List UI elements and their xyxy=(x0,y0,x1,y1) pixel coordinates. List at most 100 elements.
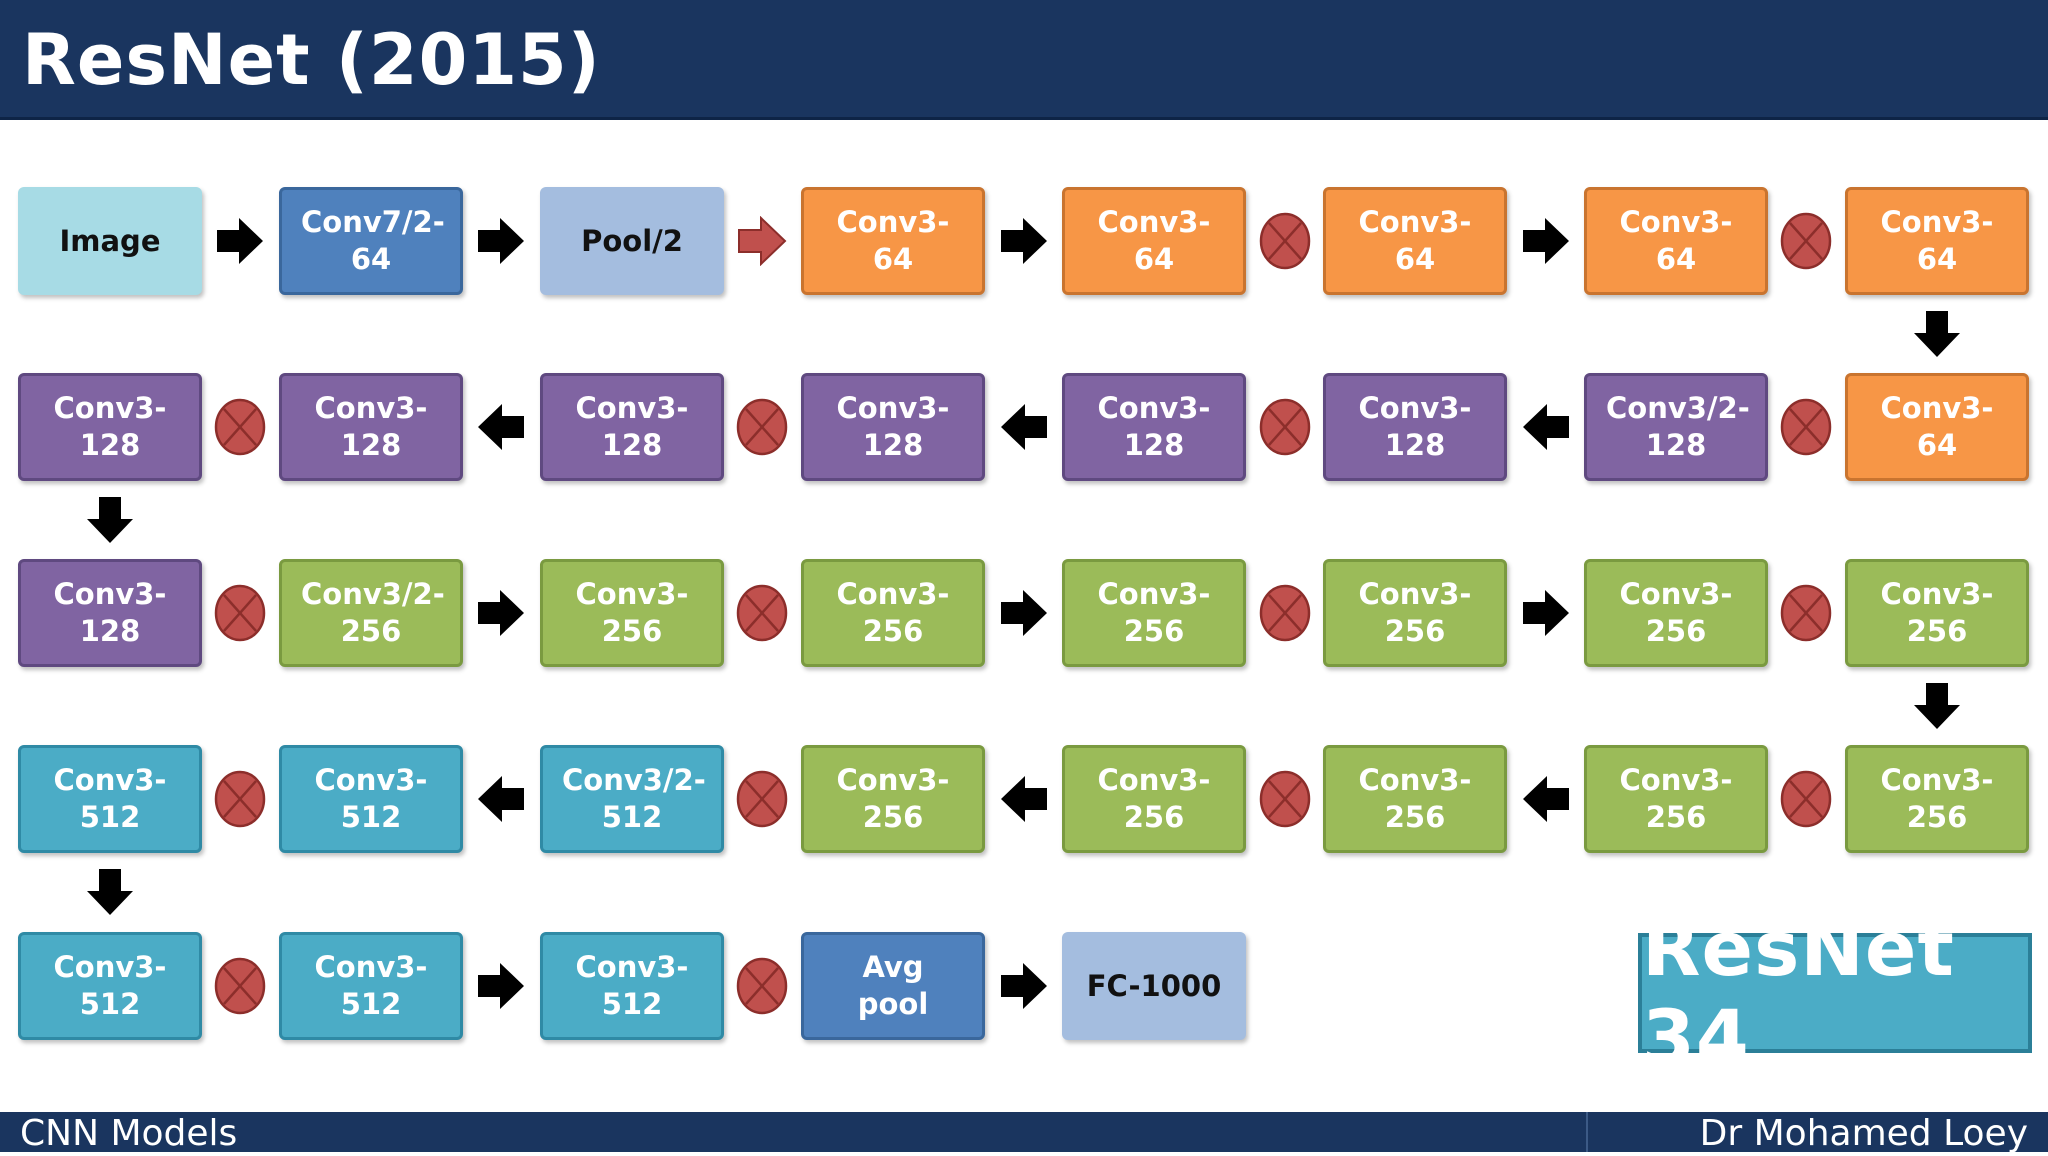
arrow-left-icon xyxy=(478,404,524,450)
skip-connection-icon xyxy=(214,957,266,1015)
layer-box-conv3-64: Conv3-64 xyxy=(1584,187,1768,295)
skip-connection-icon xyxy=(736,398,788,456)
layer-label: Conv3-256 xyxy=(1619,577,1733,648)
arrow-left-icon xyxy=(1001,404,1047,450)
arrow-down-icon xyxy=(87,869,133,915)
arrow-right-icon xyxy=(478,218,524,264)
arrow-left-icon xyxy=(1523,404,1569,450)
layer-label: Conv3-256 xyxy=(1880,577,1994,648)
arrow-left-icon xyxy=(1523,776,1569,822)
arrow-down-icon xyxy=(1914,311,1960,357)
layer-box-conv3-128: Conv3-128 xyxy=(540,373,724,481)
layer-label: Conv3-256 xyxy=(1619,763,1733,834)
skip-connection-icon xyxy=(1780,398,1832,456)
skip-connection-icon xyxy=(1780,212,1832,270)
model-name-badge: ResNet 34 xyxy=(1638,904,2032,1082)
layer-box-conv3-256: Conv3-256 xyxy=(801,559,985,667)
layer-label: Conv3-64 xyxy=(1619,205,1733,276)
layer-box-pool-2: Pool/2 xyxy=(540,187,724,295)
layer-box-image: Image xyxy=(18,187,202,295)
layer-box-conv3-2-512: Conv3/2-512 xyxy=(540,745,724,853)
arrow-down-icon xyxy=(87,497,133,543)
arrow-right-icon xyxy=(1523,590,1569,636)
layer-label: Conv3-256 xyxy=(1097,577,1211,648)
layer-box-conv3-64: Conv3-64 xyxy=(1062,187,1246,295)
layer-label: Conv3-64 xyxy=(1358,205,1472,276)
layer-box-conv3-256: Conv3-256 xyxy=(540,559,724,667)
arrow-down-icon xyxy=(1914,683,1960,729)
layer-box-conv3-512: Conv3-512 xyxy=(18,745,202,853)
layer-label: Conv3-128 xyxy=(53,391,167,462)
layer-label: Conv3-128 xyxy=(53,577,167,648)
layer-box-conv3-128: Conv3-128 xyxy=(1323,373,1507,481)
layer-label: Conv3-128 xyxy=(575,391,689,462)
layer-box-conv3-512: Conv3-512 xyxy=(279,745,463,853)
layer-box-conv3-128: Conv3-128 xyxy=(1062,373,1246,481)
layer-label: Conv3-64 xyxy=(836,205,950,276)
layer-box-conv3-256: Conv3-256 xyxy=(1845,559,2029,667)
layer-box-conv3-64: Conv3-64 xyxy=(801,187,985,295)
arrow-right-icon xyxy=(1001,218,1047,264)
skip-connection-icon xyxy=(1259,398,1311,456)
layer-box-conv3-512: Conv3-512 xyxy=(18,932,202,1040)
skip-connection-icon xyxy=(736,957,788,1015)
skip-connection-icon xyxy=(1780,770,1832,828)
layer-box-conv3-64: Conv3-64 xyxy=(1323,187,1507,295)
layer-box-conv3-128: Conv3-128 xyxy=(801,373,985,481)
layer-box-conv3-256: Conv3-256 xyxy=(1323,745,1507,853)
arrow-right-icon xyxy=(1001,590,1047,636)
layer-label: Conv3-256 xyxy=(1097,763,1211,834)
model-name-label: ResNet 34 xyxy=(1642,904,1955,1082)
layer-label: Conv3-512 xyxy=(314,950,428,1021)
slide-title: ResNet (2015) xyxy=(22,19,601,101)
layer-label: Pool/2 xyxy=(581,223,683,258)
layer-label: Conv3-128 xyxy=(836,391,950,462)
layer-label: Conv3/2-256 xyxy=(301,577,445,648)
layer-label: Conv3-64 xyxy=(1880,391,1994,462)
layer-box-conv3-2-128: Conv3/2-128 xyxy=(1584,373,1768,481)
arrow-right-icon xyxy=(478,963,524,1009)
layer-label: Conv3-512 xyxy=(314,763,428,834)
red-arrow-right-icon xyxy=(738,216,787,266)
skip-connection-icon xyxy=(736,584,788,642)
layer-label: FC-1000 xyxy=(1086,968,1222,1003)
layer-label: Conv3-512 xyxy=(575,950,689,1021)
layer-box-avg-pool: Avg pool xyxy=(801,932,985,1040)
footer-author: Dr Mohamed Loey xyxy=(1699,1113,2028,1154)
layer-box-conv3-512: Conv3-512 xyxy=(540,932,724,1040)
layer-box-conv3-128: Conv3-128 xyxy=(279,373,463,481)
layer-box-fc-1000: FC-1000 xyxy=(1062,932,1246,1040)
arrow-right-icon xyxy=(1523,218,1569,264)
arrow-left-icon xyxy=(478,776,524,822)
layer-box-conv3-512: Conv3-512 xyxy=(279,932,463,1040)
layer-box-conv3-128: Conv3-128 xyxy=(18,373,202,481)
layer-label: Image xyxy=(59,223,161,258)
layer-box-conv3-256: Conv3-256 xyxy=(1845,745,2029,853)
layer-label: Conv3-64 xyxy=(1880,205,1994,276)
layer-box-conv3-256: Conv3-256 xyxy=(1062,745,1246,853)
layer-label: Conv3-128 xyxy=(1358,391,1472,462)
arrow-right-icon xyxy=(217,218,263,264)
layer-label: Conv3-256 xyxy=(575,577,689,648)
layer-box-conv3-256: Conv3-256 xyxy=(1323,559,1507,667)
layer-box-conv3-64: Conv3-64 xyxy=(1845,373,2029,481)
layer-box-conv3-64: Conv3-64 xyxy=(1845,187,2029,295)
layer-label: Conv3-256 xyxy=(836,577,950,648)
layer-box-conv3-256: Conv3-256 xyxy=(1584,745,1768,853)
skip-connection-icon xyxy=(214,398,266,456)
layer-label: Conv7/2-64 xyxy=(301,205,445,276)
layer-label: Conv3/2-512 xyxy=(562,763,706,834)
arrow-right-icon xyxy=(1001,963,1047,1009)
footer-course-title: CNN Models xyxy=(20,1113,238,1154)
layer-label: Conv3-256 xyxy=(1880,763,1994,834)
skip-connection-icon xyxy=(1259,770,1311,828)
header-bar: ResNet (2015) xyxy=(0,0,2048,120)
footer-divider xyxy=(1586,1112,1588,1152)
layer-box-conv7-2-64: Conv7/2-64 xyxy=(279,187,463,295)
layer-box-conv3-256: Conv3-256 xyxy=(801,745,985,853)
arrow-left-icon xyxy=(1001,776,1047,822)
layer-label: Conv3/2-128 xyxy=(1606,391,1750,462)
skip-connection-icon xyxy=(214,584,266,642)
layer-label: Conv3-256 xyxy=(836,763,950,834)
